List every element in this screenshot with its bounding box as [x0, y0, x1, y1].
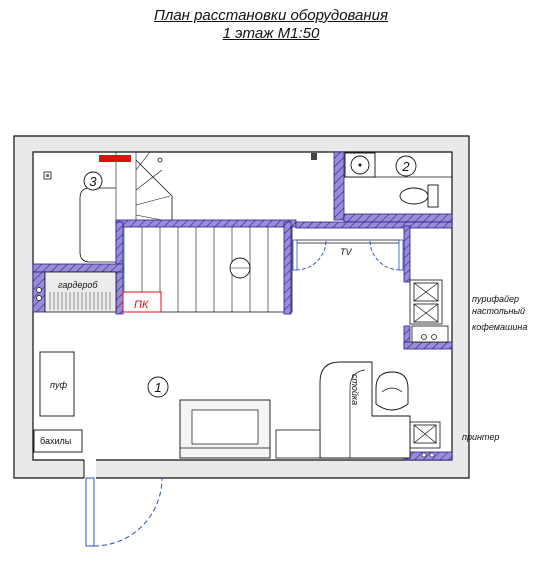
coffee-machine-label: кофемашина	[472, 322, 527, 332]
pk-label: ПК	[134, 299, 149, 311]
entrance-door	[83, 458, 163, 547]
wall-fixture	[311, 153, 317, 160]
staircase	[115, 151, 293, 313]
plan-title-line2: 1 этаж М1:50	[222, 25, 320, 42]
stair-partition-right	[283, 221, 292, 315]
wardrobe-label: гардероб	[58, 280, 98, 290]
red-marker	[99, 155, 131, 162]
stair-partition-top	[115, 219, 297, 228]
room-1-circle	[147, 376, 169, 398]
room-1-number: 1	[154, 380, 161, 395]
stoika-label: стойка	[350, 374, 360, 405]
room-3-number: 3	[89, 174, 97, 189]
room-3-circle	[83, 171, 103, 191]
socket-box-inner	[46, 174, 49, 177]
bahily-label: бахилы	[40, 436, 71, 446]
niche-outline	[79, 187, 116, 263]
purifier-label-1: пурифайер	[472, 294, 519, 304]
tv-label: TV	[340, 247, 352, 257]
coffee-table	[275, 429, 321, 459]
room-2-circle	[395, 155, 417, 177]
puf-box	[39, 351, 75, 417]
reception-counter	[319, 361, 411, 459]
office-chair	[375, 371, 409, 411]
toilet	[399, 184, 439, 208]
room-2-number: 2	[401, 159, 410, 174]
puf-label: пуф	[50, 380, 67, 390]
pc-desk	[122, 291, 162, 313]
sofa	[179, 399, 271, 459]
bathroom-sink	[344, 152, 376, 178]
wardrobe-unit	[32, 263, 124, 313]
printer-label: принтер	[462, 432, 499, 442]
bahily-box	[33, 429, 83, 453]
tv-partition	[292, 221, 453, 271]
purifier-label-2: настольный	[472, 306, 525, 316]
plan-title-line1: План расстановки оборудования	[153, 7, 389, 24]
right-cabinets	[403, 225, 453, 461]
ceiling-point	[157, 157, 163, 163]
